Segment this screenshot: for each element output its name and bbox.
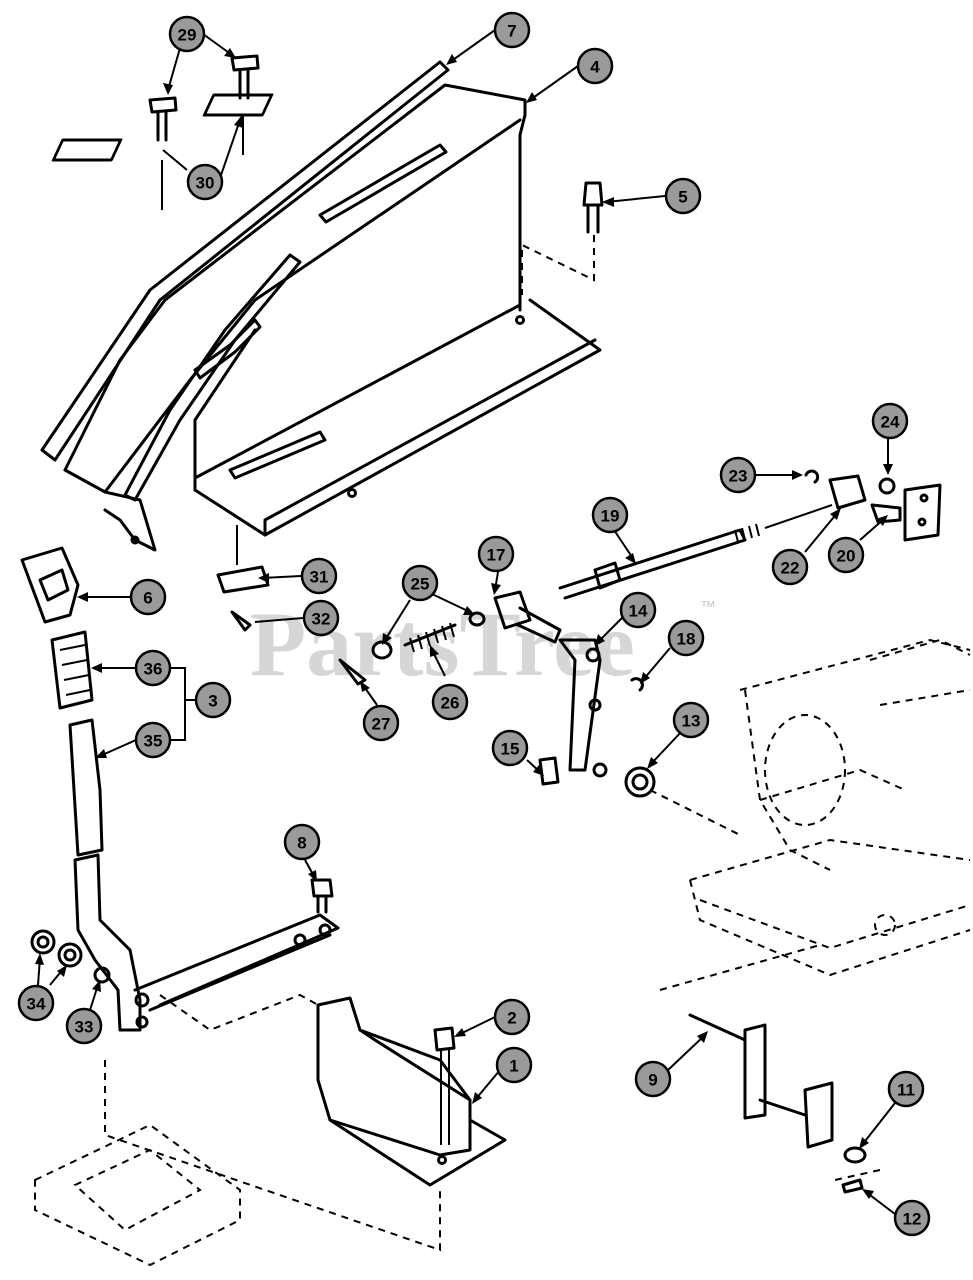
linkage-assembly <box>493 523 760 836</box>
pin-assembly <box>688 1013 881 1194</box>
callout-14[interactable]: 14 <box>619 591 657 629</box>
callout-30-label: 30 <box>196 174 215 193</box>
bolt-5 <box>521 181 604 295</box>
callout-30[interactable]: 30 <box>186 163 224 201</box>
callout-32[interactable]: 32 <box>302 599 340 637</box>
callout-20-label: 20 <box>837 547 856 566</box>
callout-26-label: 26 <box>441 694 460 713</box>
callout-8[interactable]: 8 <box>283 823 321 861</box>
callout-4-label: 4 <box>590 58 600 77</box>
callout-3-label: 3 <box>208 692 217 711</box>
callout-17[interactable]: 17 <box>477 535 515 573</box>
callout-2[interactable]: 2 <box>493 998 531 1036</box>
callout-25-label: 25 <box>411 575 430 594</box>
callout-24[interactable]: 24 <box>871 402 909 440</box>
bracket-1 <box>316 996 507 1187</box>
callout-35[interactable]: 35 <box>134 721 172 759</box>
callout-11[interactable]: 11 <box>887 1070 925 1108</box>
watermark-trademark: ™ <box>700 599 716 616</box>
callout-34[interactable]: 34 <box>17 984 55 1022</box>
callout-2-label: 2 <box>507 1009 516 1028</box>
callout-12-label: 12 <box>903 1210 922 1229</box>
callout-31[interactable]: 31 <box>300 557 338 595</box>
callout-29[interactable]: 29 <box>168 15 206 53</box>
callout-29-label: 29 <box>178 26 197 45</box>
base-plate-outline <box>34 993 441 1267</box>
callout-7-label: 7 <box>507 22 516 41</box>
callout-9-label: 9 <box>648 1071 657 1090</box>
panel-bracket <box>40 60 602 552</box>
callout-15[interactable]: 15 <box>491 729 529 767</box>
callout-36[interactable]: 36 <box>134 649 172 687</box>
callout-12[interactable]: 12 <box>893 1199 931 1237</box>
callout-26[interactable]: 26 <box>431 683 469 721</box>
nuts-34 <box>30 929 111 984</box>
callout-24-label: 24 <box>881 413 900 432</box>
callout-31-label: 31 <box>310 568 329 587</box>
callout-9[interactable]: 9 <box>634 1060 672 1098</box>
callout-13-label: 13 <box>682 712 701 731</box>
callout-33-label: 33 <box>75 1018 94 1037</box>
leader-lines <box>35 29 896 1215</box>
callout-23[interactable]: 23 <box>719 456 757 494</box>
engine-outline <box>659 638 971 991</box>
callout-22-label: 22 <box>781 559 800 578</box>
callout-23-label: 23 <box>729 467 748 486</box>
callout-22[interactable]: 22 <box>771 548 809 586</box>
callout-15-label: 15 <box>501 740 520 759</box>
knob-assembly <box>51 54 274 210</box>
bolt-8 <box>310 878 334 914</box>
clip-assembly <box>764 469 942 542</box>
callout-5[interactable]: 5 <box>664 177 702 215</box>
callout-6[interactable]: 6 <box>129 578 167 616</box>
callout-11-label: 11 <box>897 1081 915 1100</box>
callout-35-label: 35 <box>144 732 163 751</box>
callout-27-label: 27 <box>372 715 391 734</box>
callout-19[interactable]: 19 <box>591 496 629 534</box>
callout-3[interactable]: 3 <box>194 681 232 719</box>
spring-assembly <box>338 611 486 686</box>
callout-6-label: 6 <box>143 589 152 608</box>
callout-5-label: 5 <box>678 188 687 207</box>
callout-27[interactable]: 27 <box>362 704 400 742</box>
callout-36-label: 36 <box>144 660 163 679</box>
callout-4[interactable]: 4 <box>576 47 614 85</box>
callout-18-label: 18 <box>677 630 696 649</box>
plate-31 <box>216 525 270 632</box>
callout-32-label: 32 <box>312 610 331 629</box>
callout-34-label: 34 <box>27 995 46 1014</box>
callout-18[interactable]: 18 <box>667 619 705 657</box>
callout-33[interactable]: 33 <box>65 1007 103 1045</box>
callout-13[interactable]: 13 <box>672 701 710 739</box>
callout-19-label: 19 <box>601 507 620 526</box>
callout-14-label: 14 <box>629 602 648 621</box>
callout-25[interactable]: 25 <box>401 564 439 602</box>
callout-20[interactable]: 20 <box>827 536 865 574</box>
callout-8-label: 8 <box>297 834 306 853</box>
knob-6 <box>20 546 80 624</box>
callout-17-label: 17 <box>487 546 506 565</box>
callout-1[interactable]: 1 <box>495 1046 533 1084</box>
callout-7[interactable]: 7 <box>493 11 531 49</box>
callout-1-label: 1 <box>509 1057 518 1076</box>
lever-assembly <box>50 630 340 1032</box>
